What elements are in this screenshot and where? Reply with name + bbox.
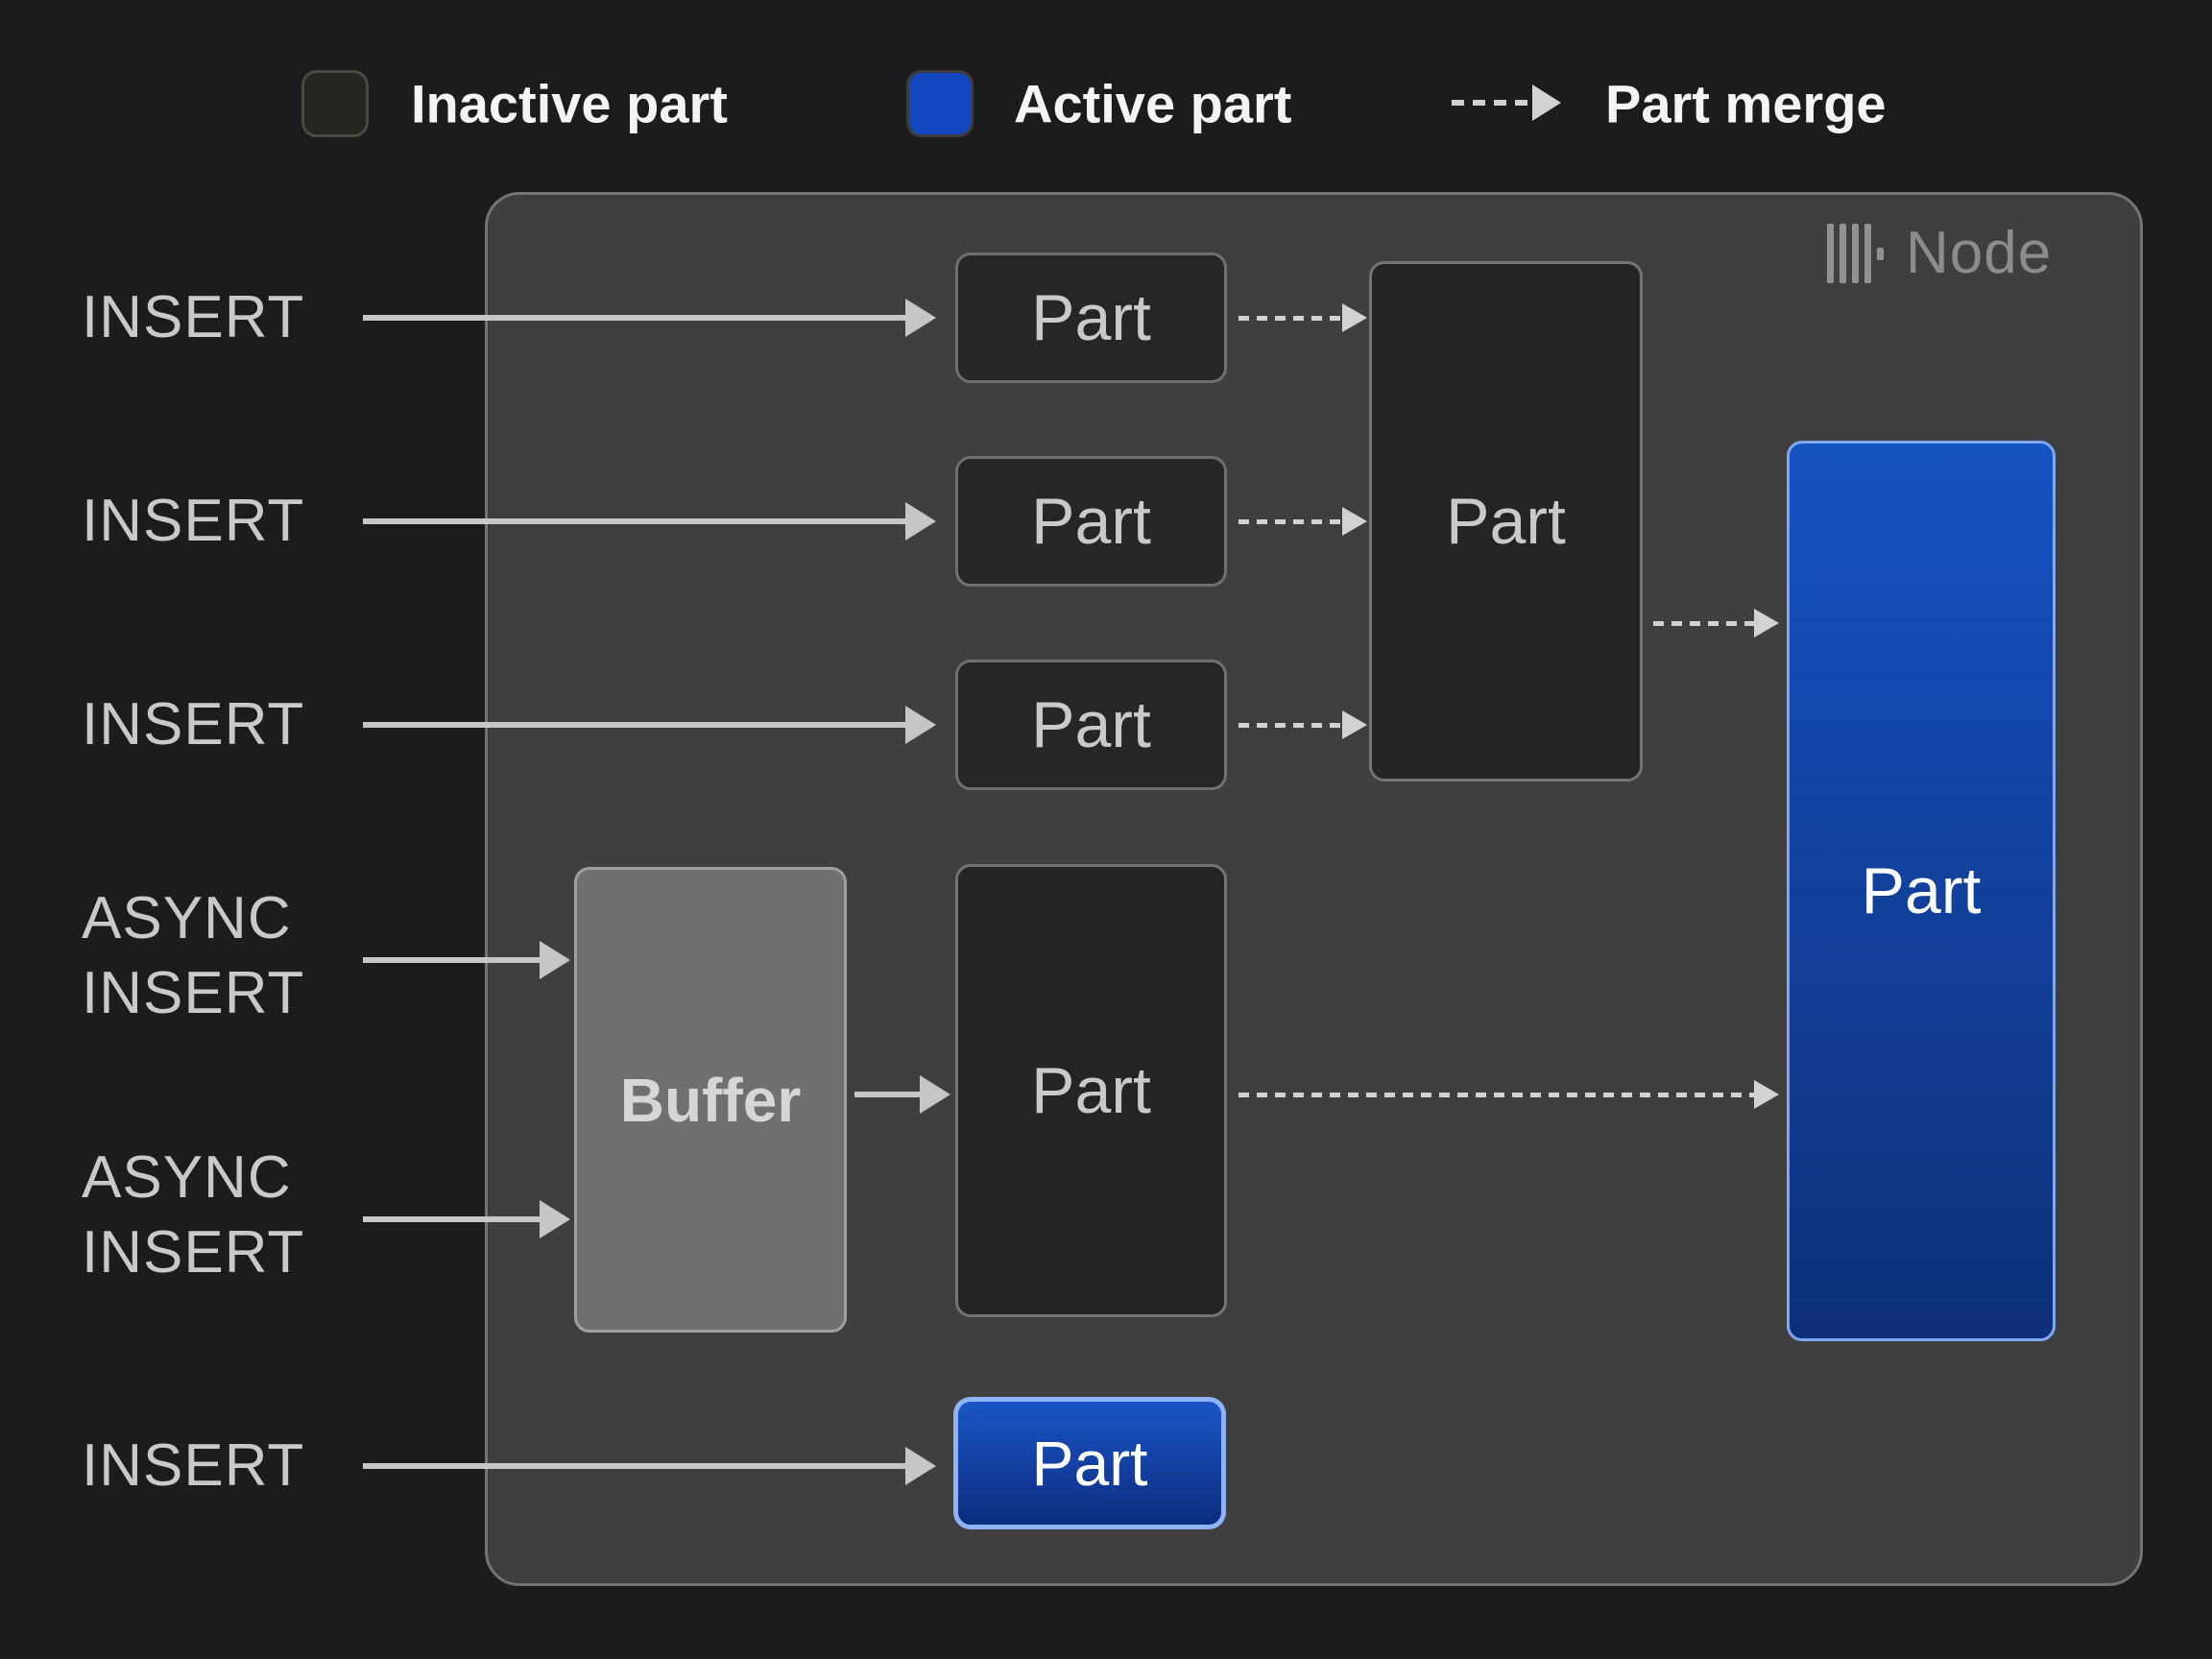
arrow-insert-3 [363,706,936,744]
part-merge-arrow-icon [1452,84,1561,121]
dashed-line [1238,518,1342,524]
node-header: Node [1827,219,2052,287]
arrow-insert-2 [363,502,936,541]
part-box-1: Part [955,252,1227,383]
dashed-line [1238,722,1342,728]
part-box-3: Part [955,660,1227,790]
legend-active-swatch [906,70,974,137]
arrowhead-icon [540,1200,570,1238]
node-title: Node [1906,220,2053,286]
legend-inactive-swatch [301,70,369,137]
arrowhead-icon [1342,507,1367,536]
arrow-line [363,518,905,524]
arrowhead-icon [1342,303,1367,332]
arrow-line [854,1092,920,1097]
async-part-box: Part [955,864,1227,1317]
merged-part-box: Part [1369,261,1643,781]
arrowhead-icon [1754,1080,1779,1109]
dashed-line [1653,620,1754,626]
arrowhead-icon [1342,710,1367,739]
dashed-line [1452,100,1532,106]
arrowhead-icon [1532,84,1561,121]
merge-arrow-part-2 [1238,507,1367,536]
arrow-async-insert-1 [363,941,570,979]
part-box-2: Part [955,456,1227,587]
async-insert-label-1: ASYNC INSERT [82,884,305,1026]
arrow-insert-1 [363,299,936,337]
legend-inactive-label: Inactive part [411,73,728,134]
merge-arrow-async-to-active [1238,1080,1779,1109]
arrowhead-icon [905,299,936,337]
arrow-line [363,957,540,963]
active-part-box: Part [1787,441,2056,1341]
insert-label-bottom: INSERT [82,1431,305,1499]
arrowhead-icon [905,502,936,541]
arrow-line [363,1216,540,1222]
arrowhead-icon [1754,609,1779,637]
arrowhead-icon [920,1075,950,1114]
insert-label-1: INSERT [82,283,305,350]
bottom-active-part-box: Part [953,1397,1226,1529]
arrowhead-icon [905,706,936,744]
legend-active-label: Active part [1014,73,1292,134]
merge-arrow-part-3 [1238,710,1367,739]
buffer-box: Buffer [574,867,847,1333]
merge-arrow-to-active [1653,609,1779,637]
dashed-line [1238,1092,1754,1097]
arrowhead-icon [540,941,570,979]
arrow-line [363,315,905,321]
arrowhead-icon [905,1447,936,1485]
dashed-line [1238,315,1342,321]
arrow-insert-bottom [363,1447,936,1485]
arrow-line [363,1463,905,1469]
merge-arrow-part-1 [1238,303,1367,332]
legend-merge-label: Part merge [1605,73,1887,134]
arrow-async-insert-2 [363,1200,570,1238]
clickhouse-logo-icon [1827,223,1884,283]
async-insert-label-2: ASYNC INSERT [82,1143,305,1286]
insert-label-3: INSERT [82,690,305,757]
arrow-buffer-to-part [854,1075,950,1114]
arrow-line [363,722,905,728]
insert-label-2: INSERT [82,487,305,554]
